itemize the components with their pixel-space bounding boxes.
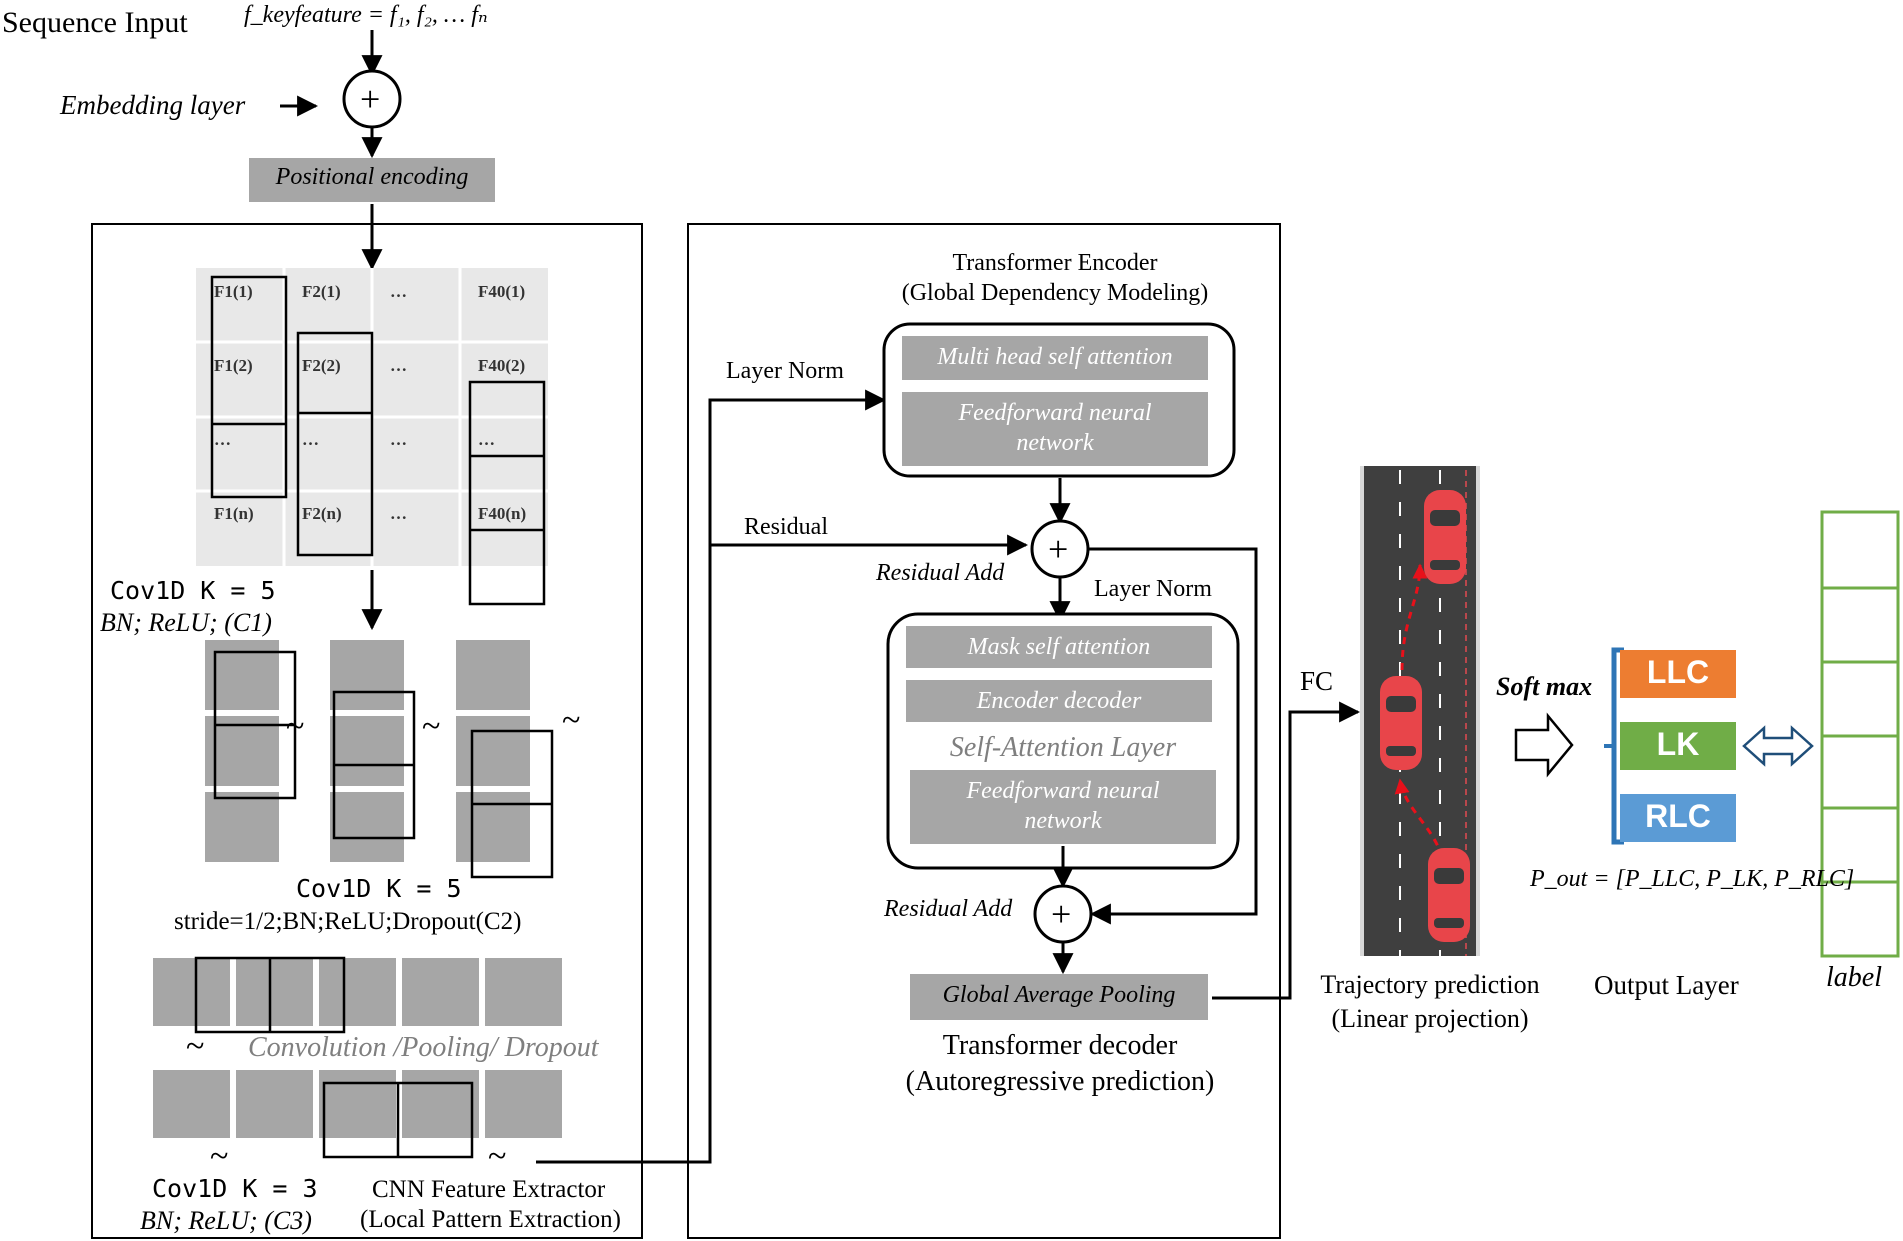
c1-feature-maps [205,640,530,862]
grid-cell: … [390,504,407,523]
grid-cell: … [390,356,407,375]
cnn-subtitle: (Local Pattern Extraction) [360,1206,621,1233]
cnn-to-transformer-connector [536,389,887,1164]
embedding-layer-label: Embedding layer [60,90,246,120]
grid-cell: F1(n) [214,504,254,523]
tilde: ~ [210,1138,229,1175]
grid-cell: F40(1) [478,282,526,301]
self-attention-layer-label: Self-Attention Layer [949,732,1177,763]
encoder-subtitle: (Global Dependency Modeling) [901,280,1209,306]
car-middle [1380,676,1422,770]
c3-kernel-window [322,1081,474,1159]
grid-cell: … [390,282,407,301]
grid-cell: F40(n) [478,504,527,523]
pout-formula: P_out = [P_LLC, P_LK, P_RLC] [1530,866,1855,892]
ffn-decoder-label-1: Feedforward neural [966,778,1160,804]
grid-cell: F2(n) [302,504,342,523]
softmax-arrow-icon [1514,712,1574,778]
trajectory-path [1394,563,1447,871]
positional-encoding-box [249,158,495,202]
grid-cell: F40(2) [478,356,526,375]
gap-label: Global Average Pooling [942,982,1176,1008]
tilde: ~ [186,1028,205,1065]
grid-cell: F2(2) [302,356,341,375]
label-text: label [1826,962,1882,993]
c3-bn-relu-label: BN; ReLU; (C3) [140,1206,312,1235]
encoder-title: Transformer Encoder [952,250,1158,276]
tilde: ~ [562,702,581,739]
c2-params-label: stride=1/2;BN;ReLU;Dropout(C2) [174,908,522,935]
encoder-decoder-label: Encoder decoder [976,688,1142,714]
grid-cell: … [390,430,407,449]
label-vector [1820,510,1900,958]
grid-cell: … [478,430,495,449]
kernel-windows [210,275,546,606]
mhsa-block [902,336,1208,380]
gap-to-fc-connector [1212,701,1361,1000]
decoder-title: Transformer decoder [942,1030,1178,1061]
positional-encoding-label: Positional encoding [275,164,469,190]
ffn-encoder-label-2: network [1016,430,1094,456]
c1-kernel-label: Cov1D K = 5 [110,576,276,605]
grid-cell: F1(1) [214,282,253,301]
mask-attention-block [906,626,1212,668]
rlc-box [1620,794,1736,842]
ffn-decoder-block [910,770,1216,844]
c2-feature-strip [153,958,562,1026]
softmax-label: Soft max [1496,672,1593,701]
car-bottom [1428,848,1470,942]
mhsa-label: Multi head self attention [937,344,1173,370]
sequence-input-title: Sequence Input [2,6,188,39]
c1-bn-relu-label: BN; ReLU; (C1) [100,608,272,637]
c2-kernel-label: Cov1D K = 5 [296,874,462,903]
ffn-decoder-label-2: network [1024,808,1102,834]
tilde: ~ [286,708,305,745]
c3-kernel-label: Cov1D K = 3 [152,1174,318,1203]
ffn-encoder-block [902,392,1208,466]
grid-cell: … [214,430,231,449]
llc-label: LLC [1646,654,1710,690]
lk-box [1620,722,1736,770]
c2-kernel-window [194,956,346,1034]
c3-feature-strip [153,1070,562,1138]
grid-cell: F1(2) [214,356,253,375]
residual-label: Residual [744,514,828,540]
trajectory-subtitle: (Linear projection) [1331,1004,1529,1033]
plus-sign-add1: + [1048,529,1069,569]
decoder-subtitle: (Autoregressive prediction) [905,1066,1215,1097]
fc-label: FC [1300,666,1334,696]
conv-pool-dropout-label: Convolution /Pooling/ Dropout [248,1032,599,1063]
tilde: ~ [422,708,441,745]
plus-sign-add2: + [1051,894,1072,934]
c1-kernel-windows [213,650,554,879]
plus-sign: + [360,79,381,119]
rlc-label: RLC [1645,798,1711,834]
cnn-title: CNN Feature Extractor [372,1176,606,1203]
residual-add-1-label: Residual Add [876,560,1005,586]
gap-block [910,974,1208,1020]
cnn-panel [91,223,643,1239]
keyfeature-formula: f_keyfeature = f₁, f₂, … fₙ [244,2,488,28]
output-layer-label: Output Layer [1594,970,1739,1000]
double-arrow-icon [1742,725,1814,767]
mask-attention-label: Mask self attention [967,634,1151,660]
residual-add-2-label: Residual Add [884,896,1013,922]
grid-cell: … [302,430,319,449]
encoder-decoder-block [906,680,1212,722]
tilde: ~ [488,1138,507,1175]
car-top [1424,490,1466,584]
skip-connector [1088,547,1258,925]
ffn-encoder-label-1: Feedforward neural [958,400,1152,426]
layer-norm-2-label: Layer Norm [1094,576,1212,602]
transformer-panel [687,223,1281,1239]
lk-label: LK [1656,726,1700,762]
grid-cell: F2(1) [302,282,341,301]
layer-norm-1-label: Layer Norm [726,358,844,384]
llc-box [1620,650,1736,698]
trajectory-title: Trajectory prediction [1320,970,1540,999]
